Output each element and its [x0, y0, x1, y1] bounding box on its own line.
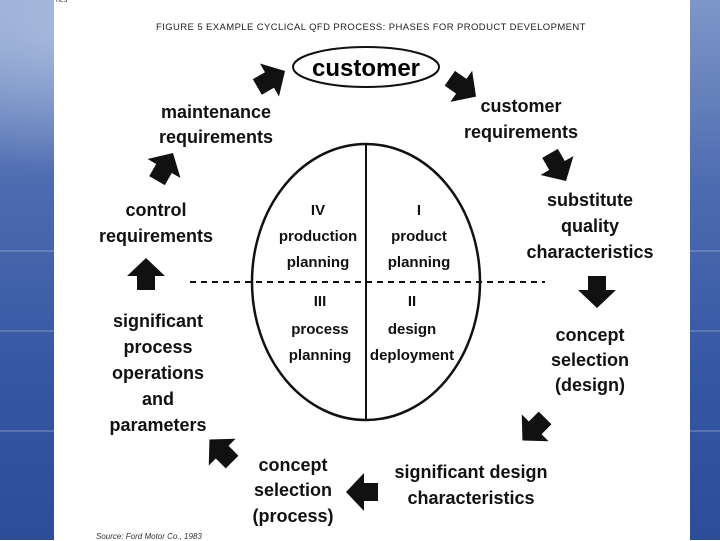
- step-label-line: requirements: [159, 127, 273, 147]
- phase-label-line: planning: [289, 347, 352, 364]
- step-label-line: substitute: [547, 190, 633, 210]
- figure-title: FIGURE 5 EXAMPLE CYCLICAL QFD PROCESS: P…: [156, 22, 586, 33]
- step-label-line: (design): [555, 375, 625, 395]
- step-label-line: characteristics: [526, 242, 653, 262]
- phase-label-line: production: [279, 228, 357, 245]
- step-label-line: operations: [112, 363, 204, 383]
- figure-source: Source: Ford Motor Co., 1983: [96, 532, 202, 541]
- phase-numeral: III: [314, 293, 327, 310]
- phase-label-line: product: [391, 228, 447, 245]
- cycle-arrow: [578, 276, 616, 308]
- step-concept-selection-process: concept selection (process): [252, 455, 333, 526]
- step-maintenance-requirements: maintenance requirements: [159, 102, 273, 147]
- figure-paper: [54, 0, 690, 540]
- cycle-arrow: [533, 143, 583, 191]
- cycle-arrow: [127, 258, 165, 290]
- cycle-arrow: [140, 143, 190, 191]
- step-label-line: customer: [480, 96, 561, 116]
- phase-label-line: process: [291, 321, 349, 338]
- step-significant-process-operations: significant process operations and param…: [109, 311, 206, 435]
- phase-label-line: planning: [388, 254, 451, 271]
- step-label-line: requirements: [464, 122, 578, 142]
- customer-hub-ellipse: [292, 46, 440, 88]
- step-label-line: parameters: [109, 415, 206, 435]
- step-significant-design-characteristics: significant design characteristics: [394, 462, 547, 508]
- step-label-line: significant: [113, 311, 203, 331]
- phase-label-line: design: [388, 321, 436, 338]
- step-control-requirements: control requirements: [99, 200, 213, 246]
- step-label-line: concept: [555, 325, 624, 345]
- phase-numeral: I: [417, 202, 421, 219]
- cycle-arrow: [346, 473, 378, 511]
- step-label-line: quality: [561, 216, 619, 236]
- step-label-line: (process): [252, 506, 333, 526]
- step-label-line: characteristics: [407, 488, 534, 508]
- phase-label-line: deployment: [370, 347, 454, 364]
- phase-ii-design-deployment: II design deployment: [370, 293, 454, 364]
- phase-numeral: II: [408, 293, 416, 310]
- step-label-line: significant design: [394, 462, 547, 482]
- step-customer-requirements: customer requirements: [464, 96, 578, 142]
- step-substitute-quality-characteristics: substitute quality characteristics: [526, 190, 653, 262]
- step-label-line: maintenance: [161, 102, 271, 122]
- phase-label-line: planning: [287, 254, 350, 271]
- customer-hub-label: customer: [312, 55, 420, 82]
- cycle-arrow: [247, 54, 295, 104]
- step-label-line: requirements: [99, 226, 213, 246]
- phase-numeral: IV: [311, 202, 325, 219]
- phase-iv-production-planning: IV production planning: [279, 202, 357, 271]
- step-label-line: concept: [258, 455, 327, 475]
- step-label-line: control: [126, 200, 187, 220]
- slide-corner-text: ries: [56, 0, 68, 4]
- cycle-arrow: [509, 404, 559, 454]
- phase-iii-process-planning: III process planning: [289, 293, 352, 364]
- phase-i-product-planning: I product planning: [388, 202, 451, 271]
- step-label-line: selection: [551, 350, 629, 370]
- step-label-line: selection: [254, 480, 332, 500]
- step-concept-selection-design: concept selection (design): [551, 325, 629, 395]
- step-label-line: process: [123, 337, 192, 357]
- step-label-line: and: [142, 389, 174, 409]
